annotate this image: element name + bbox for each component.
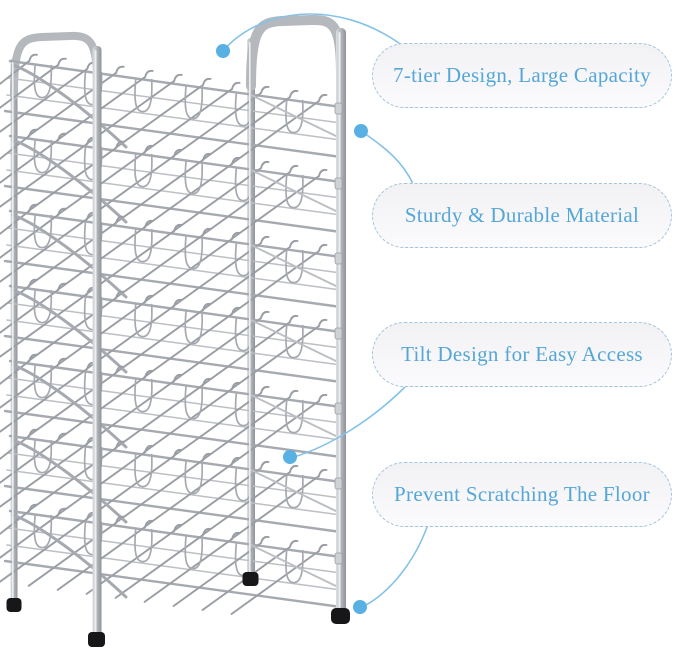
callout-label-floor-protection: Prevent Scratching The Floor [394, 482, 650, 506]
rack-tier [0, 503, 343, 615]
leader-line-1 [222, 13, 404, 52]
rack-tier [0, 203, 343, 315]
callout-label-capacity: 7-tier Design, Large Capacity [393, 63, 651, 87]
leader-line-4 [363, 526, 428, 607]
leader-lines [216, 13, 428, 614]
callout-dot-1 [216, 44, 230, 58]
callout-bubble-floor-protection: Prevent Scratching The Floor [372, 462, 672, 527]
rack-tier [0, 53, 343, 165]
callout-bubble-material: Sturdy & Durable Material [372, 183, 672, 248]
rack-tier [0, 278, 343, 390]
callout-label-material: Sturdy & Durable Material [404, 203, 640, 227]
rack-tier [0, 353, 343, 465]
rack-frame-and-shelves [0, 14, 350, 647]
rack-tier [0, 428, 343, 540]
callout-dot-2 [354, 124, 368, 138]
callout-bubble-tilt-design: Tilt Design for Easy Access [372, 322, 672, 387]
rack-tier [0, 128, 343, 240]
leader-line-3 [293, 385, 407, 458]
leader-line-2 [360, 130, 414, 185]
callout-dot-4 [353, 600, 367, 614]
callout-bubble-capacity: 7-tier Design, Large Capacity [372, 43, 672, 108]
callout-dot-3 [283, 450, 297, 464]
callout-label-tilt-design: Tilt Design for Easy Access [401, 342, 643, 366]
